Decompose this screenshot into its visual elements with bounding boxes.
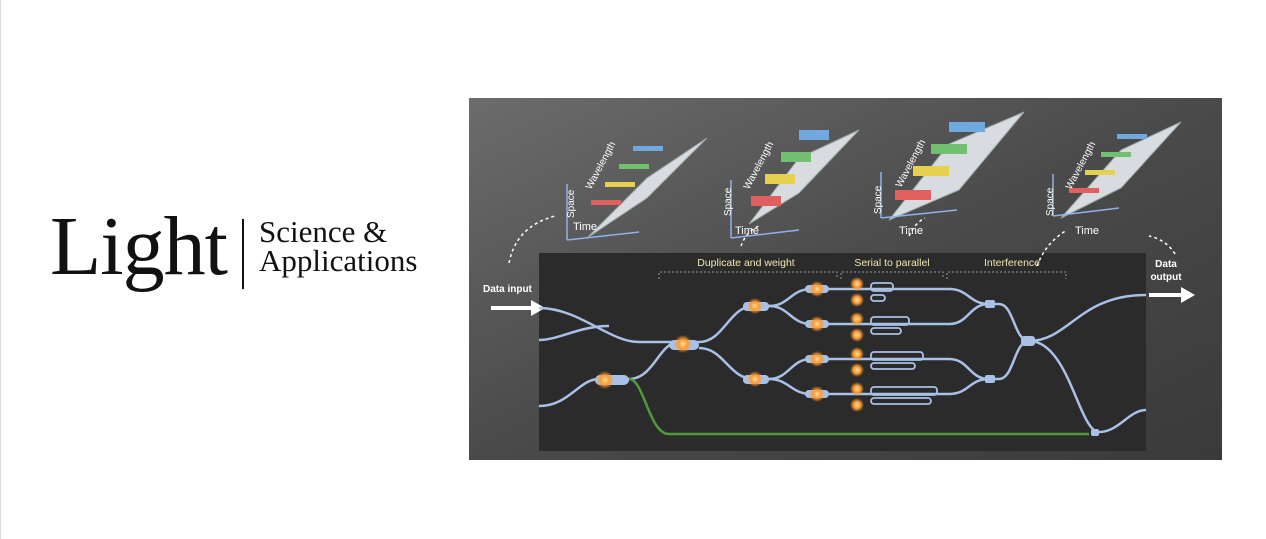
input-arrow-head: [531, 300, 545, 316]
panel-1-space-label: Space: [566, 189, 577, 218]
stage-label-interference: Interference: [984, 257, 1040, 269]
panel-1-time-label: Time: [573, 221, 597, 233]
data-output-label-2: output: [1150, 272, 1182, 283]
data-output-label-1: Data: [1155, 259, 1177, 270]
panel-pointers: [508, 215, 1176, 267]
output-arrow-head: [1181, 287, 1195, 303]
stage-label-serial: Serial to parallel: [854, 257, 929, 269]
delay-loops: [870, 282, 938, 405]
panel-2-space-label: Space: [723, 187, 734, 216]
modulator-heaters: [596, 277, 864, 412]
data-input-label: Data input: [483, 284, 533, 295]
logo-divider: [242, 219, 244, 289]
chip-diagram: Duplicate and weight Serial to parallel …: [469, 98, 1222, 460]
logo-subtitle-line-1: Science &: [259, 214, 388, 249]
stage-label-duplicate: Duplicate and weight: [697, 257, 795, 269]
panel-2-time-label: Time: [735, 225, 759, 237]
stage-brackets: [658, 271, 1067, 279]
panel-4-space-label: Space: [1045, 187, 1056, 216]
chip-area: [539, 253, 1146, 451]
photonic-chip-figure: Duplicate and weight Serial to parallel …: [469, 98, 1222, 460]
logo-subtitle: Science & Applications: [259, 214, 418, 278]
green-delay-line: [628, 377, 1089, 436]
panel-3-space-label: Space: [873, 185, 884, 214]
left-edge-divider: [0, 0, 1, 539]
panel-3-time-label: Time: [899, 225, 923, 237]
logo-subtitle-line-2: Applications: [259, 243, 418, 278]
panel-4-time-label: Time: [1075, 225, 1099, 237]
logo-title: Light: [50, 200, 228, 293]
